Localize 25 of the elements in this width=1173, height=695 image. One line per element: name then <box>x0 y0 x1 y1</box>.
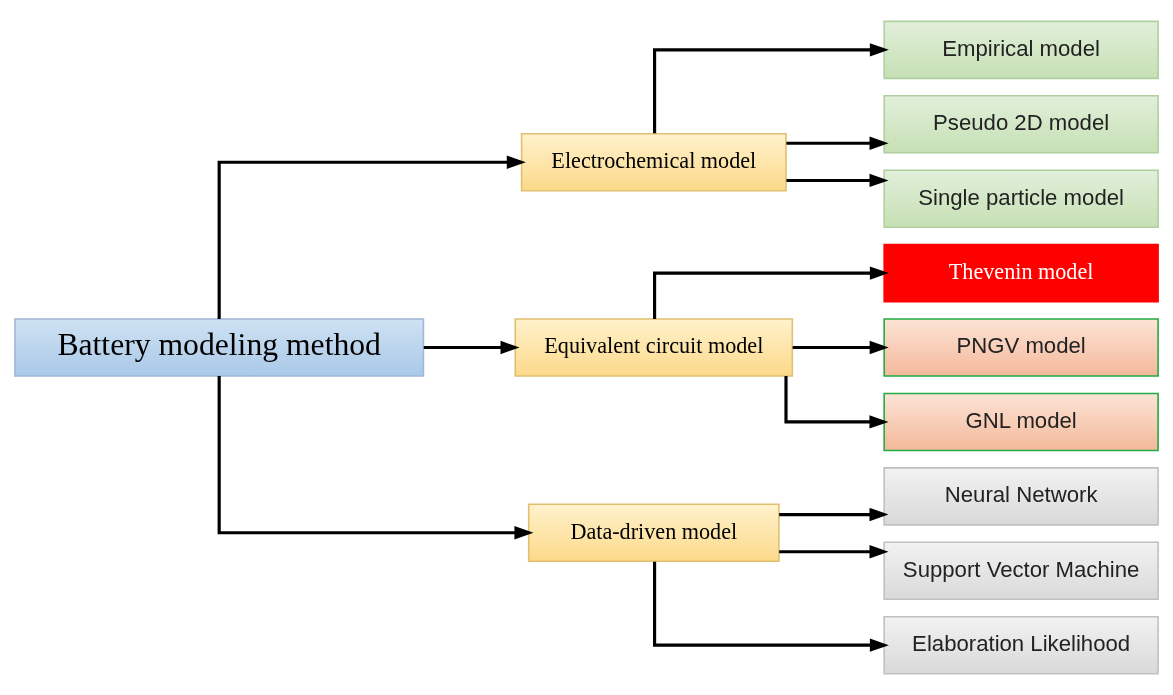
node-box: Electrochemical model <box>520 132 787 192</box>
node-box: Elaboration Likelihood <box>883 615 1159 675</box>
node-box: GNL model <box>883 392 1159 452</box>
arrow <box>784 376 889 429</box>
arrow <box>653 266 889 319</box>
node-box: Equivalent circuit model <box>514 318 794 377</box>
arrow <box>217 376 534 540</box>
node-box: Single particle model <box>883 169 1159 228</box>
arrow <box>786 136 889 150</box>
node-box: Support Vector Machine <box>883 541 1159 601</box>
arrow <box>217 155 526 319</box>
node-box: PNGV model <box>883 318 1159 377</box>
node-box: Battery modeling method <box>14 318 425 377</box>
arrow <box>653 561 889 652</box>
arrow <box>779 545 889 559</box>
arrow <box>792 340 889 355</box>
arrow <box>423 340 520 355</box>
node-box: Data-driven model <box>527 503 780 563</box>
node-box: Thevenin model <box>883 243 1159 303</box>
node-box: Pseudo 2D model <box>883 94 1159 154</box>
arrow <box>653 43 889 134</box>
node-box: Neural Network <box>883 467 1159 526</box>
arrow <box>786 173 889 188</box>
arrow <box>779 507 889 522</box>
node-box: Empirical model <box>883 20 1159 80</box>
